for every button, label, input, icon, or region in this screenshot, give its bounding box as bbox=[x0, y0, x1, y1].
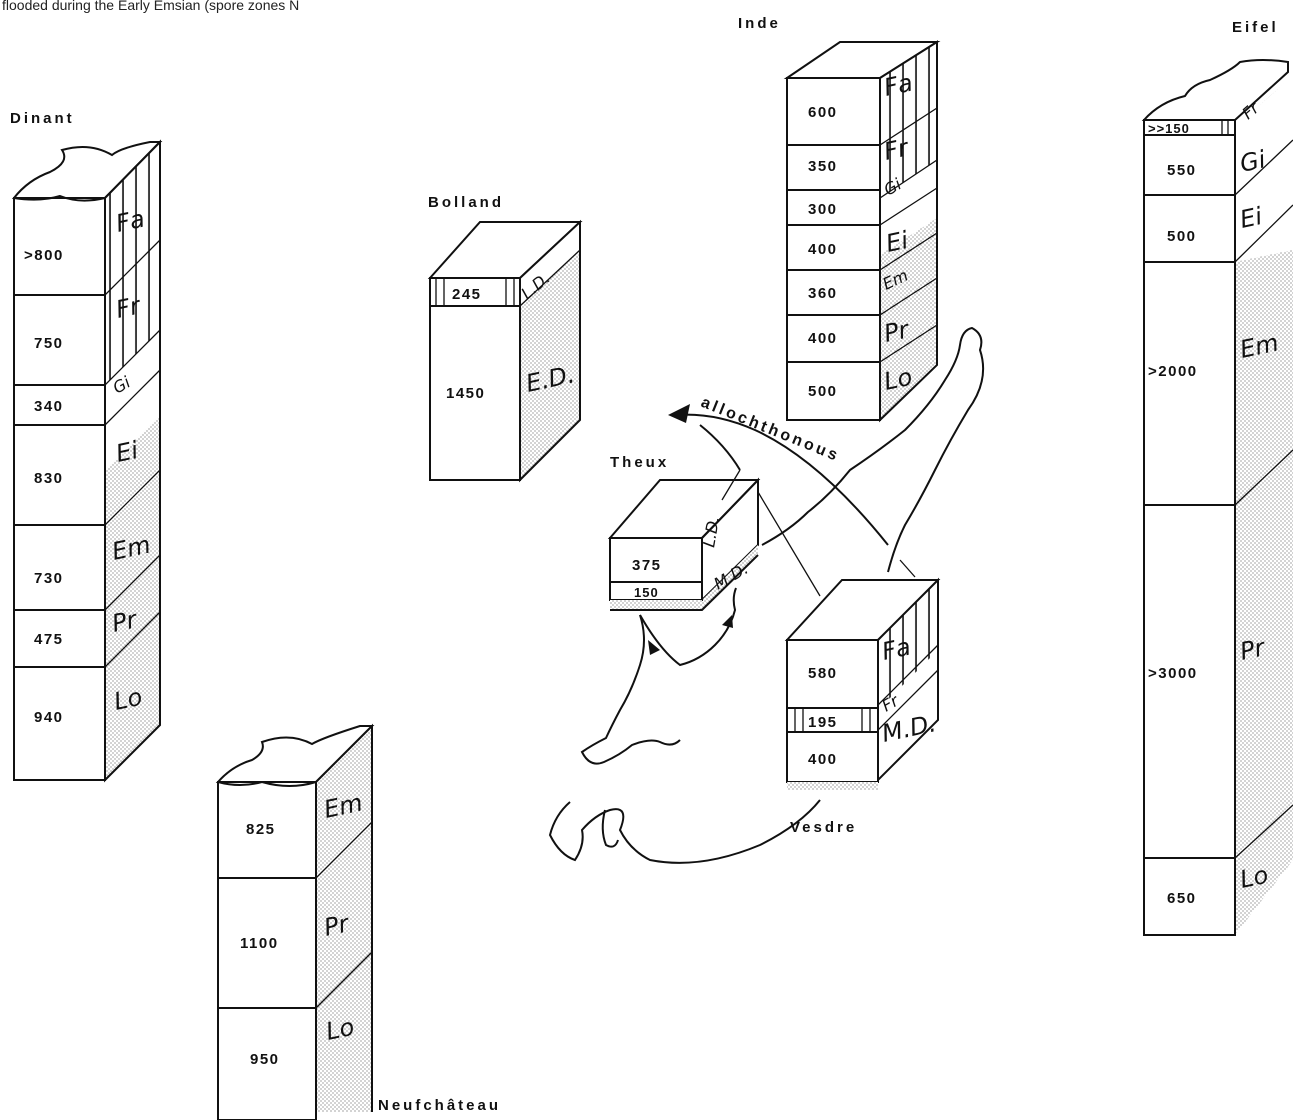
thickness-inde-fa: 600 bbox=[808, 104, 838, 121]
stage-vesdre-fa: Fa bbox=[879, 633, 913, 666]
column-bolland: Bolland 245 1450 L.D. E.D. bbox=[427, 194, 583, 483]
thickness-neufchateau-pr: 1100 bbox=[240, 935, 279, 952]
layer-bolland-ed bbox=[429, 305, 521, 481]
thickness-theux-md: 150 bbox=[634, 585, 659, 600]
thickness-neufchateau-em: 825 bbox=[246, 821, 276, 838]
thickness-eifel-pr: >3000 bbox=[1148, 665, 1198, 682]
map-outline bbox=[548, 326, 985, 864]
column-vesdre: 580 195 400 Fa Fr M.D. Vesdre bbox=[784, 577, 941, 836]
layer-eifel-em bbox=[1143, 261, 1236, 506]
column-neufchateau: 825 1100 950 Em Pr Lo Neufchâteau bbox=[215, 723, 501, 1120]
column-eifel: Eifel >>150 550 500 >2000 >3000 650 Fr G… bbox=[1141, 19, 1293, 936]
connector-lines bbox=[721, 469, 916, 597]
thickness-eifel-lo: 650 bbox=[1167, 890, 1197, 907]
thickness-inde-em: 360 bbox=[808, 285, 838, 302]
stage-eifel-gi: Gi bbox=[1237, 145, 1268, 178]
thickness-dinant-lo: 940 bbox=[34, 709, 64, 726]
stage-eifel-lo: Lo bbox=[1237, 861, 1270, 894]
thickness-dinant-fr: 750 bbox=[34, 335, 64, 352]
layer-dinant-em bbox=[13, 524, 106, 611]
site-label-dinant: Dinant bbox=[10, 110, 75, 127]
flow-label: allochthonous bbox=[699, 394, 843, 465]
layer-inde-lo bbox=[786, 361, 881, 421]
thickness-dinant-fa: >800 bbox=[24, 247, 64, 264]
thickness-eifel-ei: 500 bbox=[1167, 228, 1197, 245]
thickness-eifel-gi: 550 bbox=[1167, 162, 1197, 179]
thickness-theux-ld: 375 bbox=[632, 557, 662, 574]
thickness-inde-gi: 300 bbox=[808, 201, 838, 218]
thickness-inde-fr: 350 bbox=[808, 158, 838, 175]
thickness-neufchateau-lo: 950 bbox=[250, 1051, 280, 1068]
thickness-inde-lo: 500 bbox=[808, 383, 838, 400]
stage-inde-lo: Lo bbox=[881, 363, 914, 396]
layer-eifel-lo bbox=[1143, 857, 1236, 936]
thickness-dinant-gi: 340 bbox=[34, 398, 64, 415]
thickness-inde-pr: 400 bbox=[808, 330, 838, 347]
thickness-dinant-em: 730 bbox=[34, 570, 64, 587]
thickness-vesdre-fr: 195 bbox=[808, 714, 838, 731]
stage-inde-fa: Fa bbox=[881, 69, 915, 102]
column-inde: Inde 600 350 300 400 360 400 500 Fa Fr G… bbox=[738, 15, 941, 423]
site-label-inde: Inde bbox=[738, 15, 781, 32]
stage-dinant-fa: Fa bbox=[113, 205, 147, 238]
thickness-inde-ei: 400 bbox=[808, 241, 838, 258]
thickness-eifel-fr: >>150 bbox=[1148, 121, 1190, 136]
thickness-bolland-ld: 245 bbox=[452, 286, 482, 303]
thickness-dinant-pr: 475 bbox=[34, 631, 64, 648]
thickness-vesdre-md: 400 bbox=[808, 751, 838, 768]
thickness-vesdre-fa: 580 bbox=[808, 665, 838, 682]
figure-caption: flooded during the Early Emsian (spore z… bbox=[2, 0, 299, 13]
stage-neufchateau-lo: Lo bbox=[323, 1013, 356, 1046]
site-label-neufchateau: Neufchâteau bbox=[378, 1097, 501, 1114]
thickness-dinant-ei: 830 bbox=[34, 470, 64, 487]
stage-dinant-lo: Lo bbox=[111, 683, 144, 716]
site-label-bolland: Bolland bbox=[428, 194, 504, 211]
thickness-eifel-em: >2000 bbox=[1148, 363, 1198, 380]
site-label-vesdre: Vesdre bbox=[790, 819, 857, 836]
layer-neufchateau-lo bbox=[217, 1007, 317, 1120]
site-label-eifel: Eifel bbox=[1232, 19, 1279, 36]
stage-inde-ei: Ei bbox=[883, 226, 911, 258]
stage-theux-ld: L.D. bbox=[699, 514, 723, 548]
thickness-bolland-ed: 1450 bbox=[446, 385, 485, 402]
allochthonous-arrow: allochthonous bbox=[648, 394, 889, 655]
column-dinant: Dinant >800 750 340 830 730 475 940 Fa F… bbox=[10, 110, 163, 783]
site-label-theux: Theux bbox=[610, 454, 669, 471]
